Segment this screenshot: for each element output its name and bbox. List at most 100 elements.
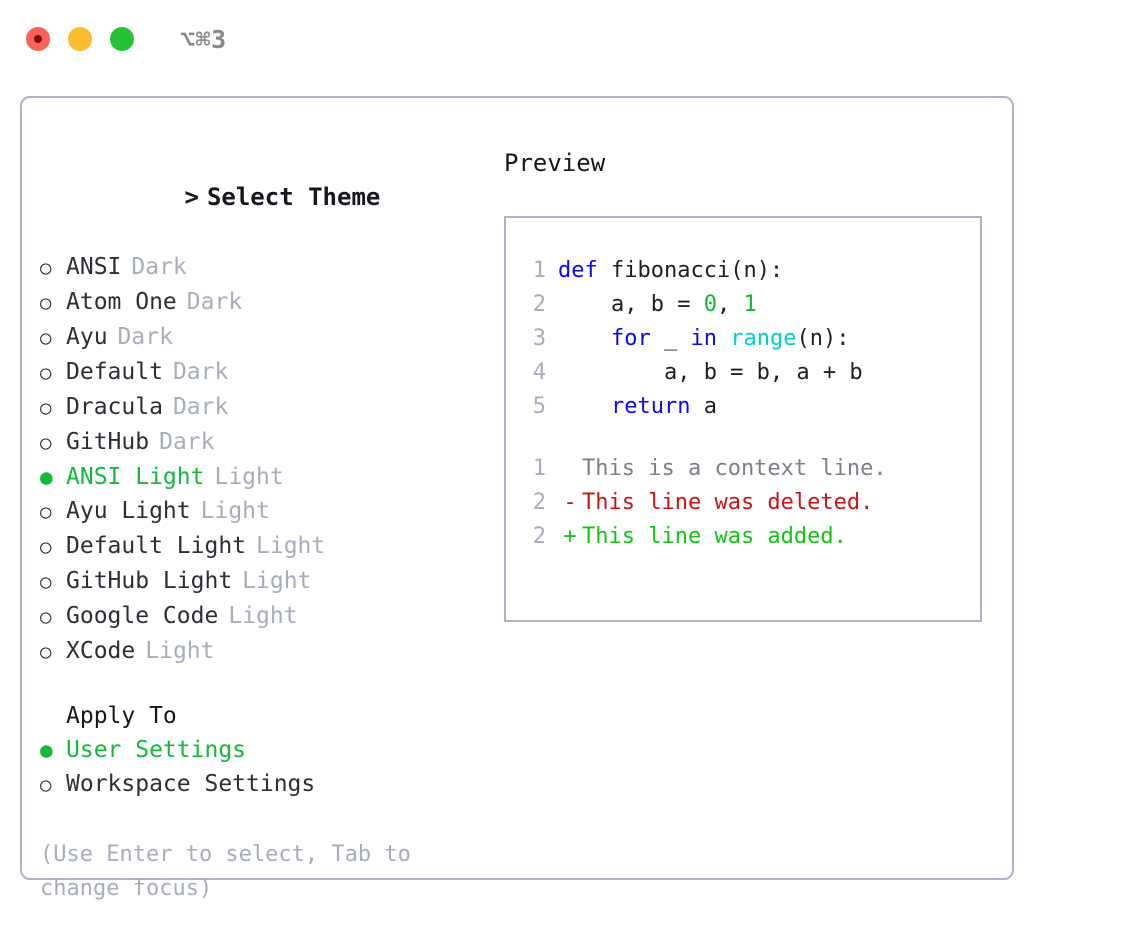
code-token-plain: a xyxy=(690,394,717,419)
apply-to-option[interactable]: ○ Workspace Settings xyxy=(40,767,492,802)
radio-empty-icon: ○ xyxy=(40,292,52,314)
diff-line-added: 2+This line was added. xyxy=(520,520,980,554)
preview-heading: Preview xyxy=(504,149,606,177)
theme-kind-label: Light xyxy=(228,603,298,629)
line-number: 3 xyxy=(532,326,546,351)
code-line: 3 for _ in range(n): xyxy=(520,322,980,356)
theme-list-item[interactable]: ○ Default Dark xyxy=(40,355,492,390)
apply-to-heading: Apply To xyxy=(66,703,177,729)
theme-list-item[interactable]: ○ Default Light Light xyxy=(40,529,492,564)
code-line-text: a, b = b, a + b xyxy=(558,356,863,390)
theme-kind-label: Dark xyxy=(159,429,215,455)
radio-empty-icon: ○ xyxy=(40,571,52,593)
radio-empty-icon: ○ xyxy=(40,362,52,384)
code-token-plain xyxy=(717,326,730,351)
line-number: 1 xyxy=(532,456,546,481)
code-line: 4 a, b = b, a + b xyxy=(520,356,980,390)
line-number: 2 xyxy=(532,490,546,515)
diff-line-removed: 2-This line was deleted. xyxy=(520,486,980,520)
code-line: 1 def fibonacci(n): xyxy=(520,254,980,288)
code-token-plain: (n): xyxy=(796,326,850,351)
code-token-num: 1 xyxy=(743,292,757,317)
radio-selected-icon: ● xyxy=(40,738,53,762)
theme-name-label: GitHub xyxy=(66,429,150,455)
code-token-fn: range xyxy=(730,326,797,351)
maximize-button-icon[interactable] xyxy=(110,27,134,51)
radio-empty-icon: ○ xyxy=(40,257,52,279)
diff-marker-icon: + xyxy=(563,524,577,549)
window-title: ⌥⌘3 xyxy=(180,24,227,54)
apply-to-option-label: User Settings xyxy=(66,737,247,763)
radio-selected-icon: ● xyxy=(40,465,53,489)
code-line-text: a, b = 0, 1 xyxy=(558,288,757,322)
theme-list-item[interactable]: ○ XCode Light xyxy=(40,634,492,669)
theme-kind-label: Light xyxy=(145,638,215,664)
theme-kind-label: Dark xyxy=(172,394,229,420)
radio-empty-icon: ○ xyxy=(40,501,52,523)
code-line-text: def fibonacci(n): xyxy=(558,254,783,288)
code-token-kw: return xyxy=(610,394,691,419)
theme-kind-label: Light xyxy=(242,568,312,594)
window-titlebar: ⌥⌘3 xyxy=(0,0,1140,78)
minimize-button-icon[interactable] xyxy=(68,27,92,51)
code-token-kw: def xyxy=(558,258,598,283)
theme-kind-label: Dark xyxy=(131,254,187,280)
code-token-kw: in xyxy=(690,326,717,351)
keyboard-hint-text: (Use Enter to select, Tab to change focu… xyxy=(40,842,411,901)
line-number: 5 xyxy=(532,394,546,419)
code-line: 5 return a xyxy=(520,390,980,424)
theme-name-label: XCode xyxy=(66,638,136,664)
code-token-plain xyxy=(558,394,611,419)
theme-kind-label: Dark xyxy=(186,289,243,315)
diff-sample: 1 This is a context line.2-This line was… xyxy=(520,452,980,554)
prompt-caret-icon: > xyxy=(184,183,199,211)
theme-kind-label: Light xyxy=(214,464,284,490)
line-number: 1 xyxy=(532,258,546,283)
select-theme-heading: >Select Theme xyxy=(40,146,492,248)
radio-empty-icon: ○ xyxy=(40,641,52,663)
theme-kind-label: Light xyxy=(256,533,326,559)
code-token-num: 0 xyxy=(703,292,717,317)
diff-line-context: 1 This is a context line. xyxy=(520,452,980,486)
apply-to-option-label: Workspace Settings xyxy=(66,771,316,797)
line-number: 2 xyxy=(532,524,546,549)
traffic-light-group xyxy=(26,27,134,51)
line-number: 2 xyxy=(532,292,546,317)
code-token-plain: a, b = xyxy=(558,292,704,317)
radio-empty-icon: ○ xyxy=(40,536,52,558)
code-token-plain: fibonacci(n): xyxy=(597,258,784,283)
theme-name-label: ANSI xyxy=(66,254,122,280)
apply-to-section: Apply To ● User Settings ○ Workspace Settin… xyxy=(40,699,492,802)
theme-kind-label: Dark xyxy=(172,359,229,385)
code-line: 2 a, b = 0, 1 xyxy=(520,288,980,322)
theme-list-item[interactable]: ○ ANSI Dark xyxy=(40,250,492,285)
line-number: 4 xyxy=(532,360,546,385)
theme-name-label: Default xyxy=(66,359,163,385)
theme-name-label: Default Light xyxy=(66,533,247,559)
radio-empty-icon: ○ xyxy=(40,327,52,349)
code-line-text: return a xyxy=(558,390,717,424)
code-token-plain xyxy=(558,326,611,351)
radio-empty-icon: ○ xyxy=(40,774,52,796)
close-button-icon[interactable] xyxy=(26,27,50,51)
apply-to-option[interactable]: ● User Settings xyxy=(40,733,492,767)
code-token-kw: for xyxy=(610,326,651,351)
theme-name-label: Google Code xyxy=(66,603,219,629)
preview-spacer xyxy=(520,424,980,452)
code-token-plain: a, b = b, a + b xyxy=(558,360,863,385)
code-token-plain: _ xyxy=(650,326,691,351)
diff-line-text: This is a context line. xyxy=(582,456,887,481)
